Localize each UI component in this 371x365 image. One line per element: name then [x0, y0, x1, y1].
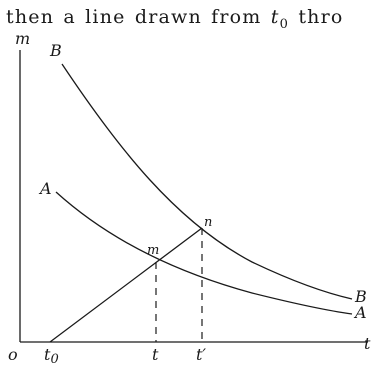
t-prime-label: t′: [196, 345, 206, 364]
caption-text: then a line drawn from t0 thro: [6, 4, 371, 30]
t-label: t: [152, 345, 159, 364]
caption-after: thro: [289, 6, 344, 28]
caption-symbol-t: t: [270, 6, 280, 28]
curve-a: [55, 191, 353, 315]
point-n-label: n: [204, 215, 212, 230]
t0-symbol: t: [44, 345, 51, 364]
t0-subscript: 0: [50, 352, 58, 365]
point-m-label: m: [147, 243, 159, 258]
horizontal-axis-end-label: t: [364, 334, 371, 353]
curve-b: [61, 63, 353, 300]
curve-a-start-label: A: [38, 179, 52, 198]
curve-b-end-label: B: [354, 287, 367, 306]
curve-b-start-label: B: [49, 41, 62, 60]
t0-label: t0: [44, 345, 59, 365]
line-from-t0: [49, 227, 203, 343]
caption-subscript: 0: [279, 16, 290, 30]
caption-before: then a line drawn from: [6, 6, 271, 28]
vertical-axis-label: m: [15, 29, 30, 48]
origin-label: o: [8, 345, 18, 364]
curve-a-end-label: A: [353, 303, 367, 322]
